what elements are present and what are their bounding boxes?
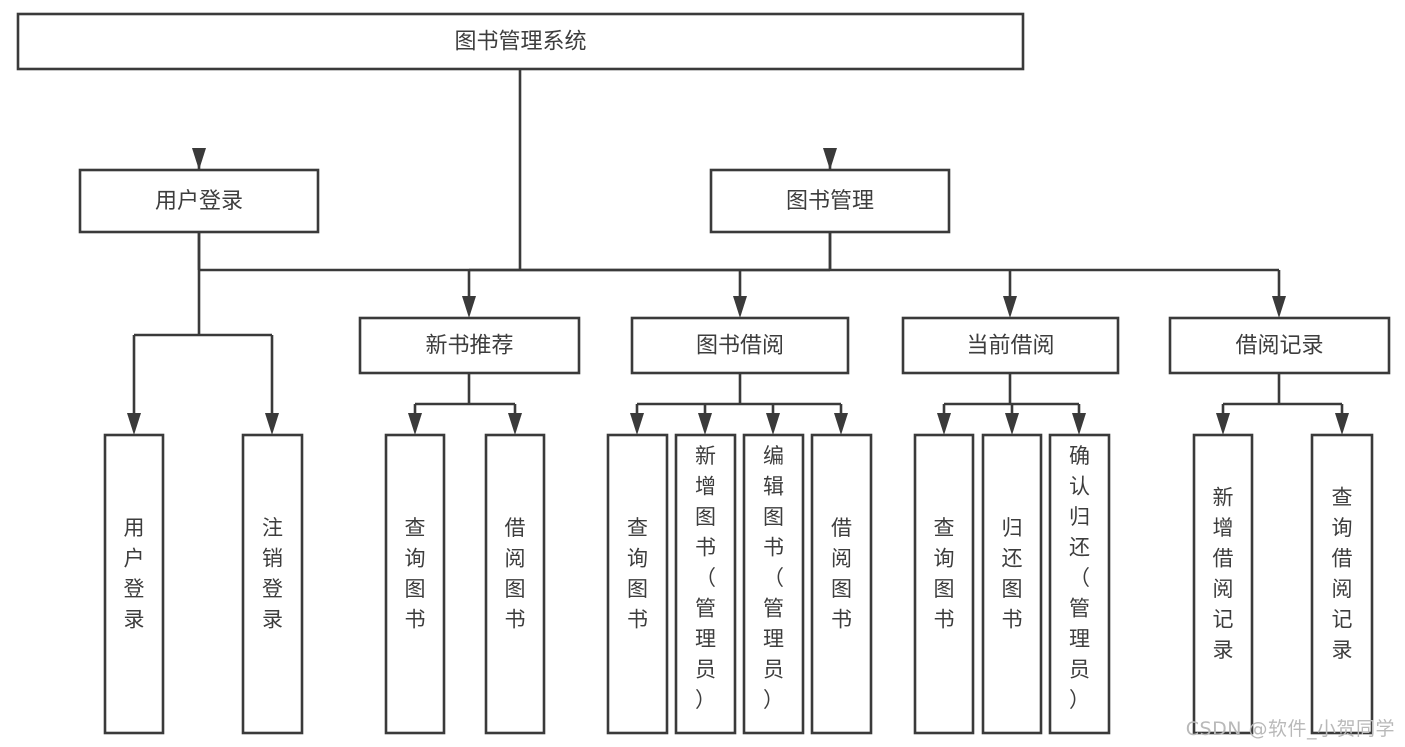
node-label: 新增借阅记录 (1213, 486, 1234, 663)
node-label: 查询借阅记录 (1332, 486, 1353, 663)
node-box[interactable] (78, 168, 320, 234)
arrow-head-icon (508, 413, 522, 435)
node-box[interactable] (810, 433, 873, 735)
node-box[interactable] (1310, 433, 1374, 735)
connector-borrow (630, 373, 848, 435)
node-leaf-borrow-book-1[interactable]: 借阅图书 (484, 433, 546, 735)
arrow-head-icon (462, 296, 476, 318)
node-box[interactable] (1192, 433, 1254, 735)
node-box[interactable] (709, 168, 951, 234)
node-label: 当前借阅 (966, 334, 1054, 359)
node-label: 图书借阅 (696, 334, 784, 359)
node-label: 用户登录 (155, 189, 243, 214)
node-leaf-add-book[interactable]: 新增图书（管理员） (674, 433, 737, 735)
node-box[interactable] (913, 433, 975, 735)
node-label: 查询图书 (405, 516, 426, 632)
node-label: 新书推荐 (425, 334, 513, 359)
node-leaf-edit-book[interactable]: 编辑图书（管理员） (742, 433, 805, 735)
node-box[interactable] (606, 433, 669, 735)
node-label: 查询图书 (934, 516, 955, 632)
node-box[interactable] (674, 433, 737, 735)
node-label: 图书管理系统 (454, 30, 586, 55)
node-leaf-borrow-book-2[interactable]: 借阅图书 (810, 433, 873, 735)
arrow-head-icon (408, 413, 422, 435)
node-leaf-return-book[interactable]: 归还图书 (981, 433, 1043, 735)
node-box[interactable] (981, 433, 1043, 735)
arrow-head-icon (192, 148, 206, 170)
node-box[interactable] (630, 316, 850, 375)
node-bookmgmt[interactable]: 图书管理 (709, 168, 951, 234)
watermark-label: CSDN @软件_小贺同学 (1185, 718, 1395, 740)
connectors-layer (127, 69, 1349, 435)
arrow-head-icon (823, 148, 837, 170)
arrow-head-icon (1003, 296, 1017, 318)
arrow-head-icon (127, 413, 141, 435)
arrow-head-icon (1335, 413, 1349, 435)
arrow-head-icon (265, 413, 279, 435)
connector-login (127, 232, 279, 435)
node-label: 查询图书 (627, 516, 648, 632)
node-leaf-query-book-2[interactable]: 查询图书 (606, 433, 669, 735)
node-leaf-query-book-1[interactable]: 查询图书 (384, 433, 446, 735)
node-label: 借阅记录 (1235, 334, 1323, 359)
node-root[interactable]: 图书管理系统 (16, 12, 1025, 71)
node-box[interactable] (1048, 433, 1111, 735)
arrow-head-icon (1005, 413, 1019, 435)
node-label: 确认归还（管理员） (1069, 444, 1090, 712)
connector-current (937, 373, 1086, 435)
connector-bookmgmt (462, 232, 1286, 318)
arrow-head-icon (1072, 413, 1086, 435)
arrow-head-icon (834, 413, 848, 435)
node-leaf-user-login[interactable]: 用户登录 (103, 433, 165, 735)
node-leaf-query-record[interactable]: 查询借阅记录 (1310, 433, 1374, 735)
arrow-head-icon (1216, 413, 1230, 435)
connector-records (1216, 373, 1349, 435)
arrow-head-icon (630, 413, 644, 435)
node-box[interactable] (484, 433, 546, 735)
node-label: 注销登录 (262, 516, 283, 632)
node-label: 图书管理 (786, 189, 874, 214)
node-label: 用户登录 (124, 516, 145, 632)
node-box[interactable] (103, 433, 165, 735)
node-leaf-confirm-return[interactable]: 确认归还（管理员） (1048, 433, 1111, 735)
arrow-head-icon (937, 413, 951, 435)
node-leaf-add-record[interactable]: 新增借阅记录 (1192, 433, 1254, 735)
node-records[interactable]: 借阅记录 (1168, 316, 1391, 375)
node-box[interactable] (901, 316, 1120, 375)
node-label: 借阅图书 (831, 516, 852, 632)
node-label: 编辑图书（管理员） (763, 444, 784, 712)
arrow-head-icon (766, 413, 780, 435)
arrow-head-icon (698, 413, 712, 435)
node-borrow[interactable]: 图书借阅 (630, 316, 850, 375)
node-label: 新增图书（管理员） (695, 444, 716, 712)
node-login[interactable]: 用户登录 (78, 168, 320, 234)
node-box[interactable] (358, 316, 581, 375)
node-label: 归还图书 (1002, 516, 1023, 632)
node-leaf-user-logout[interactable]: 注销登录 (241, 433, 304, 735)
node-box[interactable] (16, 12, 1025, 71)
arrow-head-icon (733, 296, 747, 318)
arrow-head-icon (1272, 296, 1286, 318)
node-current[interactable]: 当前借阅 (901, 316, 1120, 375)
node-box[interactable] (384, 433, 446, 735)
nodes-layer: 图书管理系统用户登录图书管理新书推荐图书借阅当前借阅借阅记录用户登录注销登录查询… (16, 12, 1391, 735)
connector-newbook (408, 373, 522, 435)
node-box[interactable] (1168, 316, 1391, 375)
node-label: 借阅图书 (505, 516, 526, 632)
node-leaf-query-book-3[interactable]: 查询图书 (913, 433, 975, 735)
node-box[interactable] (742, 433, 805, 735)
node-newbook[interactable]: 新书推荐 (358, 316, 581, 375)
node-box[interactable] (241, 433, 304, 735)
